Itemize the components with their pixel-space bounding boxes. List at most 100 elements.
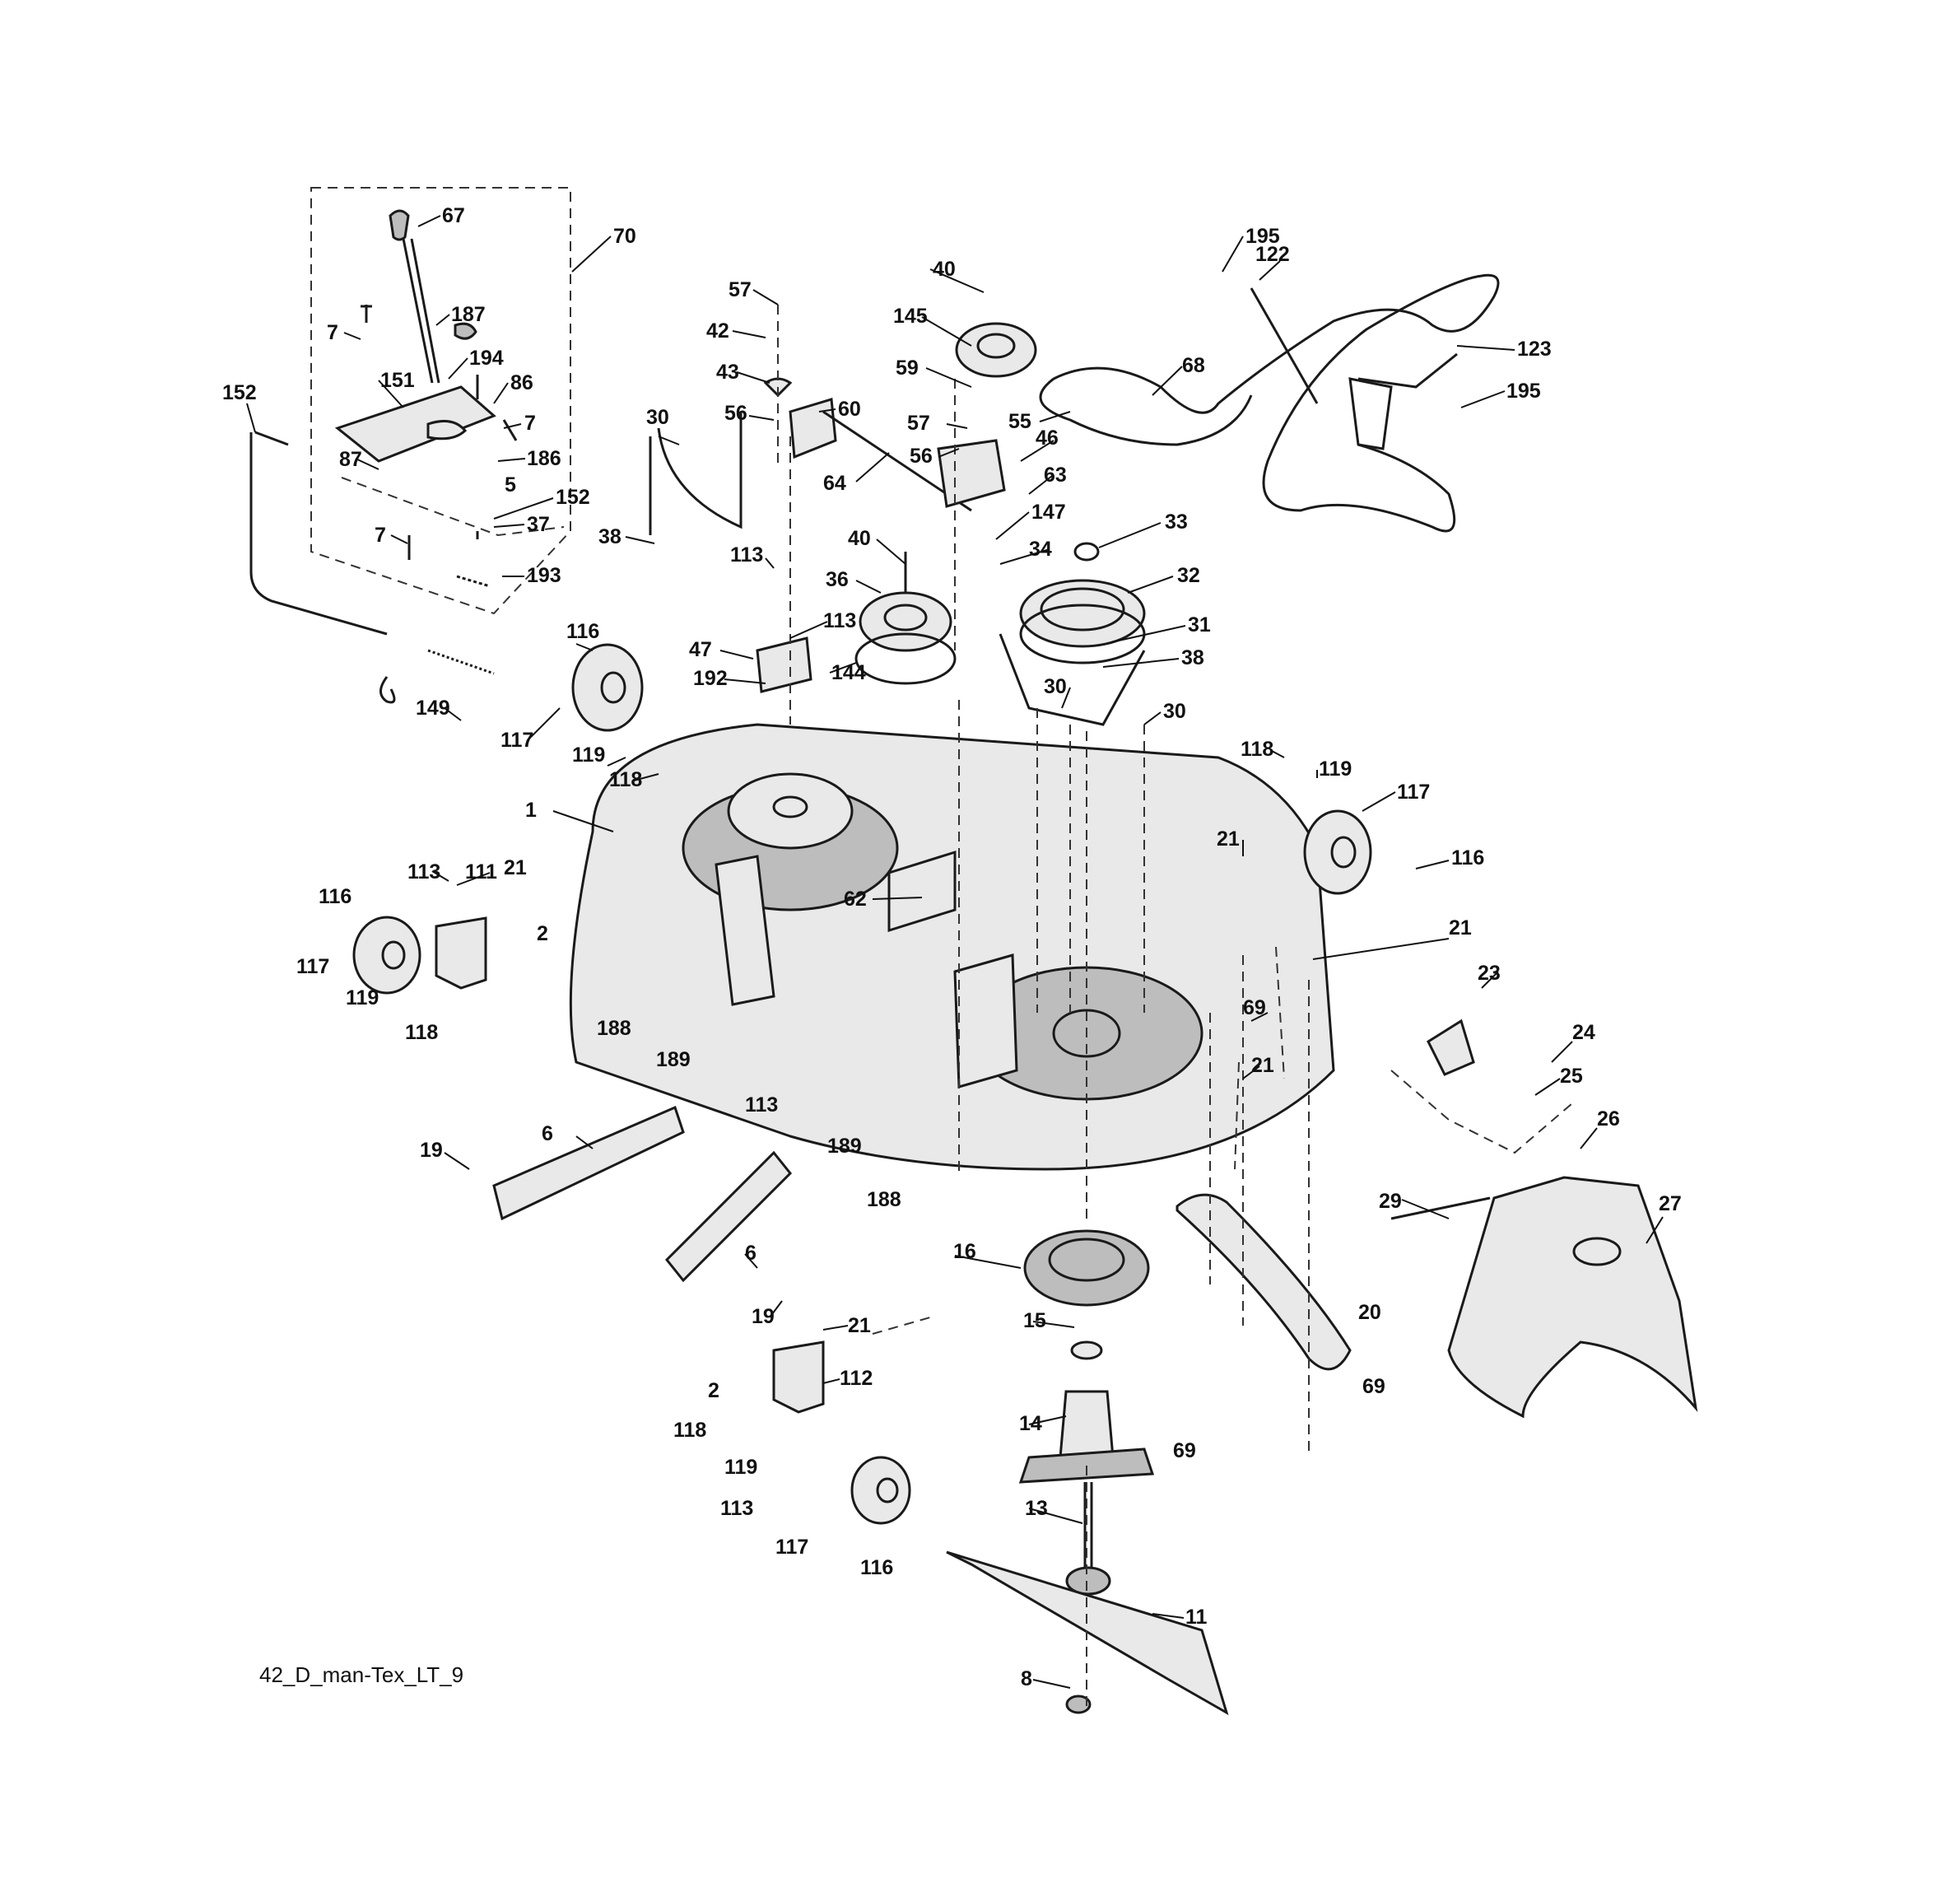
callout: 112 xyxy=(840,1367,873,1390)
callout: 118 xyxy=(405,1021,438,1044)
callout: 113 xyxy=(823,609,856,632)
callouts: 67 70 187 7 194 86 151 7 87 186 5 152 15… xyxy=(222,204,1682,1690)
callout: 25 xyxy=(1560,1065,1583,1088)
callout: 70 xyxy=(613,225,636,248)
callout: 147 xyxy=(1031,501,1066,524)
callout: 86 xyxy=(510,371,533,394)
callout: 57 xyxy=(729,278,752,301)
callout: 195 xyxy=(1506,380,1541,403)
callout: 30 xyxy=(1163,700,1186,723)
callout: 149 xyxy=(416,697,450,720)
callout: 15 xyxy=(1023,1309,1046,1332)
deck-baffle xyxy=(1176,1193,1352,1371)
wheel-brackets xyxy=(435,916,1573,1414)
callout: 188 xyxy=(867,1188,901,1211)
callout: 57 xyxy=(907,412,930,435)
callout: 21 xyxy=(1217,827,1240,851)
callout: 117 xyxy=(296,955,329,978)
callout: 20 xyxy=(1358,1301,1381,1324)
callout: 189 xyxy=(827,1135,862,1158)
front-axle-plates xyxy=(492,1105,793,1283)
callout: 118 xyxy=(1241,738,1273,761)
callout: 21 xyxy=(1251,1054,1274,1077)
callout: 188 xyxy=(597,1017,631,1040)
callout: 68 xyxy=(1182,354,1205,377)
callout: 42 xyxy=(706,319,729,343)
callout: 46 xyxy=(1036,427,1059,450)
callout: 55 xyxy=(1008,410,1031,433)
leader-lines xyxy=(246,215,1664,1689)
callout: 32 xyxy=(1177,564,1200,587)
callout: 116 xyxy=(566,620,599,643)
callout: 119 xyxy=(572,744,605,767)
alignment-lines xyxy=(777,305,1310,1457)
callout: 21 xyxy=(848,1314,871,1337)
mower-deck xyxy=(569,723,1335,1171)
callout: 113 xyxy=(730,543,763,566)
spindle-assembly xyxy=(946,725,1229,1716)
callout: 36 xyxy=(826,568,849,591)
callout: 189 xyxy=(656,1048,691,1071)
callout: 21 xyxy=(1449,916,1472,939)
shift-lever-assembly xyxy=(310,187,571,615)
callout: 40 xyxy=(933,258,956,281)
callout: 8 xyxy=(1021,1667,1032,1690)
callout: 38 xyxy=(598,525,622,548)
callout: 116 xyxy=(319,885,351,908)
callout: 30 xyxy=(1044,675,1067,698)
callout: 19 xyxy=(420,1139,443,1162)
callout: 5 xyxy=(505,473,516,496)
callout: 63 xyxy=(1044,464,1067,487)
callout: 59 xyxy=(896,357,919,380)
callout: 2 xyxy=(537,922,548,945)
callout: 31 xyxy=(1188,613,1211,636)
callout: 119 xyxy=(346,986,379,1009)
callout: 113 xyxy=(720,1497,753,1520)
callout: 193 xyxy=(527,564,561,587)
drive-belt xyxy=(1039,273,1500,533)
callout: 187 xyxy=(451,303,486,326)
callout: 7 xyxy=(524,412,536,435)
callout: 122 xyxy=(1255,243,1290,266)
callout: 117 xyxy=(775,1536,808,1559)
callout: 7 xyxy=(327,321,338,344)
callout: 145 xyxy=(893,305,928,328)
callout: 11 xyxy=(1185,1606,1208,1629)
callout: 24 xyxy=(1572,1021,1595,1044)
callout: 1 xyxy=(525,799,537,822)
callout: 69 xyxy=(1173,1439,1196,1462)
callout: 13 xyxy=(1025,1497,1048,1520)
callout: 113 xyxy=(407,860,440,883)
callout: 56 xyxy=(724,402,747,425)
callout: 6 xyxy=(542,1122,553,1145)
callout: 116 xyxy=(1451,846,1484,869)
callout: 194 xyxy=(469,347,504,370)
callout: 7 xyxy=(375,524,386,547)
callout: 117 xyxy=(1397,781,1430,804)
callout: 21 xyxy=(504,856,527,879)
callout: 123 xyxy=(1517,338,1552,361)
callout: 152 xyxy=(222,381,257,404)
callout: 6 xyxy=(745,1242,757,1265)
discharge-chute xyxy=(1390,1176,1698,1419)
callout: 192 xyxy=(693,667,728,690)
callout: 2 xyxy=(708,1379,719,1402)
callout: 62 xyxy=(844,888,867,911)
callout: 43 xyxy=(716,361,739,384)
callout: 29 xyxy=(1379,1190,1402,1213)
callout: 26 xyxy=(1597,1107,1620,1130)
callout: 38 xyxy=(1181,646,1204,669)
callout: 113 xyxy=(745,1093,778,1116)
callout: 40 xyxy=(848,527,871,550)
callout: 195 xyxy=(1245,225,1280,248)
callout: 33 xyxy=(1165,510,1188,534)
callout: 30 xyxy=(646,406,669,429)
callout: 119 xyxy=(1319,758,1352,781)
callout: 64 xyxy=(823,472,846,495)
gauge-wheels xyxy=(352,643,1372,1525)
callout: 27 xyxy=(1659,1192,1682,1215)
callout: 118 xyxy=(673,1419,706,1442)
callout: 56 xyxy=(910,445,933,468)
